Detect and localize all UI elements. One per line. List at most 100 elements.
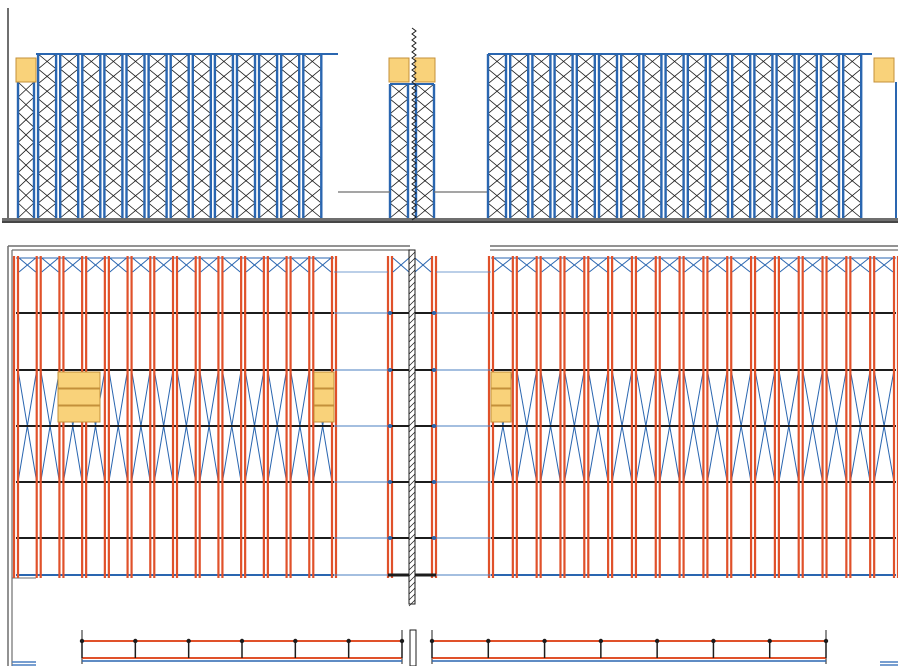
frame-brace xyxy=(709,113,729,129)
frame-brace xyxy=(665,172,684,189)
wall-hatch xyxy=(408,545,416,553)
diagonal xyxy=(254,425,265,483)
center-wall-lower xyxy=(409,629,417,667)
diagonal xyxy=(208,369,219,427)
bottom-block-right xyxy=(429,630,829,664)
frame-brace xyxy=(487,113,507,129)
frame-brace xyxy=(170,113,189,129)
frame-brace xyxy=(532,53,551,70)
top-bracing xyxy=(588,257,608,273)
diagonal xyxy=(62,425,74,483)
frame-brace xyxy=(820,172,840,189)
frame-brace xyxy=(598,53,618,70)
wall-hatch xyxy=(408,311,416,319)
plan-block-left xyxy=(12,256,338,578)
node xyxy=(432,311,436,315)
elevation-frame-left xyxy=(16,81,36,219)
frame-brace xyxy=(170,158,189,174)
frame-brace xyxy=(643,68,662,85)
wall-hatch xyxy=(408,503,416,511)
wall-hatch xyxy=(408,251,416,259)
diagonal xyxy=(163,425,174,483)
frame-brace xyxy=(126,202,145,219)
frame-brace xyxy=(303,172,322,189)
frame-brace xyxy=(620,202,640,219)
frame-brace xyxy=(509,83,529,100)
top-bracing xyxy=(177,257,196,273)
elevation-frame-left xyxy=(169,53,190,219)
section-node xyxy=(542,638,547,644)
frame-brace xyxy=(82,128,101,144)
frame-brace xyxy=(82,53,101,70)
diagonal xyxy=(788,369,800,427)
wall-hatch xyxy=(408,467,416,475)
diagonal xyxy=(17,369,28,427)
frame-brace xyxy=(576,187,596,204)
diagonal xyxy=(290,425,301,483)
frame-brace xyxy=(389,187,409,204)
wall-hatch xyxy=(408,413,416,421)
frame-brace xyxy=(17,96,35,113)
pallet-load xyxy=(388,57,410,83)
frame-brace xyxy=(509,187,529,204)
diagonal xyxy=(611,369,623,427)
frame-brace xyxy=(258,158,278,174)
frame-brace xyxy=(258,128,278,144)
wall-hatch xyxy=(408,323,416,331)
diagonal xyxy=(117,369,129,427)
diagonal xyxy=(502,425,514,483)
wall-hatch xyxy=(408,371,416,379)
frame-brace xyxy=(148,113,167,129)
frame-brace xyxy=(731,53,751,70)
frame-brace xyxy=(842,98,862,114)
frame-brace xyxy=(82,98,101,114)
wall-hatch xyxy=(408,443,416,451)
frame-brace xyxy=(192,158,212,174)
frame-brace xyxy=(731,158,751,174)
top-bracing xyxy=(86,257,105,273)
pallet-load xyxy=(313,405,335,423)
frame-brace xyxy=(280,53,300,70)
frame-brace xyxy=(148,53,167,70)
top-bracing xyxy=(132,257,150,273)
diagonal xyxy=(72,425,83,483)
frame-brace xyxy=(303,143,322,159)
elevation-view xyxy=(2,8,898,223)
elevation-frame-right xyxy=(775,53,796,219)
section-node xyxy=(79,638,85,644)
frame-brace xyxy=(303,83,322,100)
frame-brace xyxy=(82,113,101,129)
frame-brace xyxy=(576,143,596,159)
frame-brace xyxy=(126,143,145,159)
diagonal xyxy=(49,425,60,483)
elevation-frame-right xyxy=(731,53,752,219)
diagonal xyxy=(231,425,242,483)
frame-brace xyxy=(236,202,256,219)
top-bracing xyxy=(827,257,846,273)
pallet-load xyxy=(490,405,512,423)
diagonal xyxy=(764,369,776,427)
diagonal xyxy=(153,425,165,483)
frame-brace xyxy=(731,113,751,129)
frame-brace xyxy=(665,143,684,159)
frame-brace xyxy=(415,158,435,174)
pallet-load xyxy=(414,57,436,83)
frame-brace xyxy=(192,128,212,144)
frame-brace xyxy=(17,81,35,98)
diagonal xyxy=(95,425,106,483)
frame-brace xyxy=(258,143,278,159)
section-node xyxy=(399,638,405,644)
frame-brace xyxy=(820,98,840,114)
elevation-frame-right xyxy=(686,53,707,219)
wall-hatch xyxy=(408,359,416,367)
diagonal xyxy=(550,369,561,427)
frame-brace xyxy=(126,83,145,100)
frame-brace xyxy=(389,128,409,144)
wall-hatch xyxy=(408,269,416,277)
frame-brace xyxy=(487,83,507,100)
frame-brace xyxy=(104,202,123,219)
section-node xyxy=(486,638,491,644)
diagonal xyxy=(267,369,278,427)
frame-brace xyxy=(643,172,662,189)
diagonal xyxy=(516,425,528,483)
